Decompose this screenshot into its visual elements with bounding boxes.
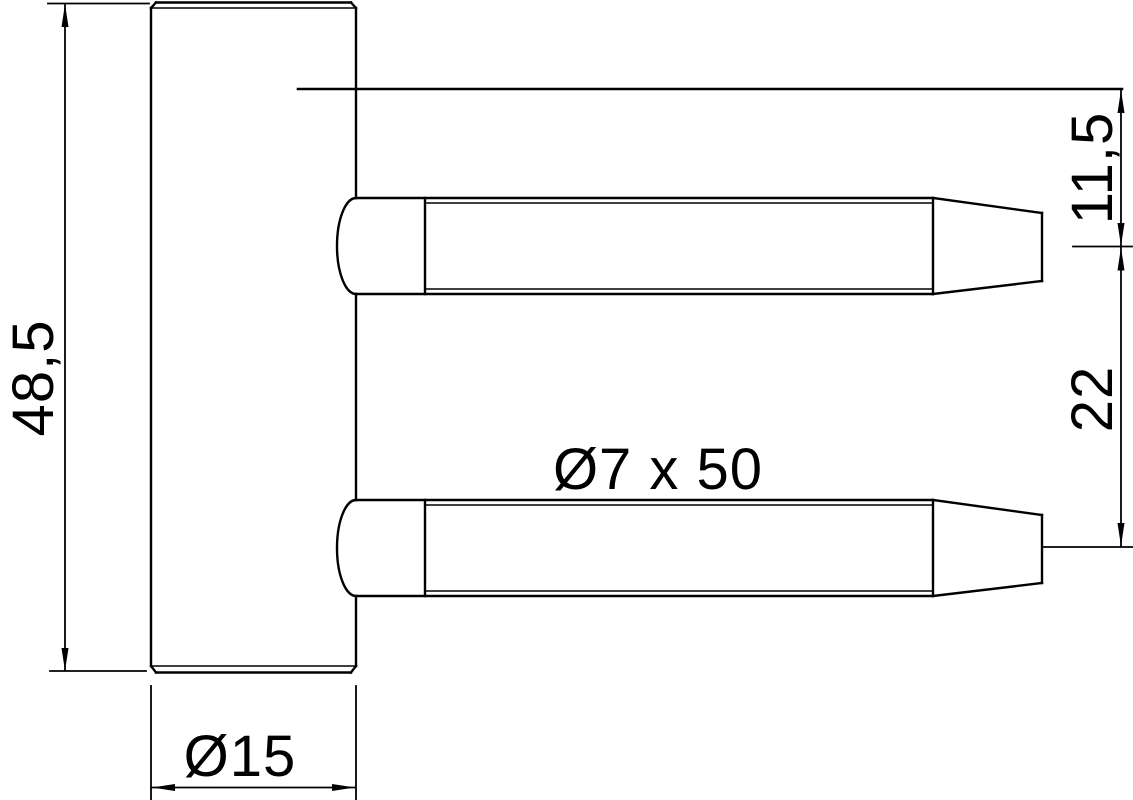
pin-spacing-arrow-up-icon (1117, 247, 1125, 271)
pin-offset-dimension-label: 11,5 (1060, 112, 1125, 225)
pin-offset-arrow-down-icon (1117, 223, 1125, 246)
diameter-dimension-label: Ø15 (184, 724, 297, 789)
height-dimension-label: 48,5 (1, 320, 66, 437)
barrel-top-left-chamfer (149, 0, 158, 10)
upper-pin-taper-top (931, 196, 1044, 215)
lower-pin-taper-top (931, 498, 1044, 517)
height-arrow-up-icon (61, 4, 69, 27)
diameter-arrow-right-icon (332, 784, 355, 791)
pin-offset-arrow-up-icon (1117, 90, 1125, 113)
lower-pin-dome-head (335, 498, 358, 598)
upper-pin-taper-bottom (931, 279, 1044, 296)
dimension-pin-offset: 11,5 (1060, 89, 1133, 248)
height-arrow-down-icon (61, 648, 69, 671)
lower-pin (335, 498, 1044, 598)
barrel-bottom-left-chamfer (149, 664, 158, 675)
pin-size-label: Ø7 x 50 (553, 437, 763, 502)
pin-spacing-arrow-down-icon (1117, 523, 1125, 546)
upper-pin (335, 196, 1044, 296)
diameter-arrow-left-icon (152, 784, 175, 791)
dimension-pin-spacing: 22 (1042, 245, 1133, 548)
dimension-barrel-height: 48,5 (1, 2, 150, 672)
dimension-barrel-diameter: Ø15 (150, 685, 357, 800)
upper-pin-dome-head (335, 196, 358, 296)
lower-pin-taper-bottom (931, 581, 1044, 598)
barrel (149, 0, 358, 675)
pin-spacing-dimension-label: 22 (1060, 366, 1125, 433)
